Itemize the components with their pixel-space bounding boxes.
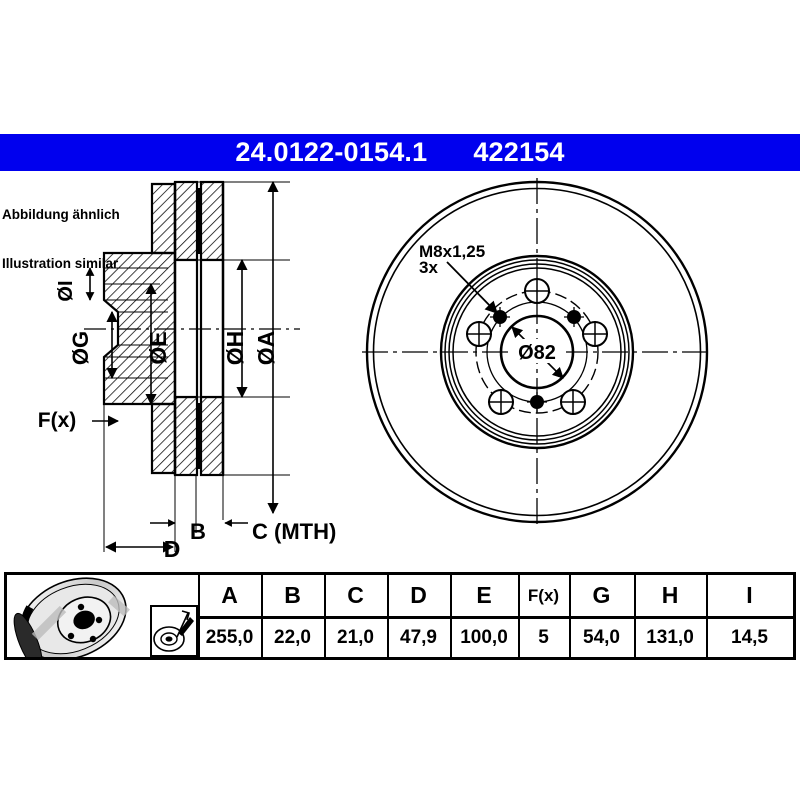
hub-wall-bottom — [150, 402, 177, 475]
table-header-h: H — [661, 582, 679, 608]
bolt-hole — [524, 278, 550, 304]
hat-circle-4 — [452, 267, 622, 437]
label-center-bore: Ø82 — [518, 342, 556, 364]
threaded-hole-group — [490, 307, 584, 412]
label-thread-count: 3x — [419, 258, 438, 277]
thumbnail-main-cell — [7, 575, 198, 657]
dimension-table: A B C D E F(x) G H I 255,0 22,0 21,0 47,… — [4, 572, 796, 660]
hat-circle-3 — [448, 263, 626, 441]
illustration-note-de: Abbildung ähnlich — [2, 206, 120, 222]
cross-section-view: ØI ØG ØE ØH ØA — [38, 180, 336, 562]
table-header-d: D — [410, 582, 427, 608]
bolt-hole — [466, 321, 492, 347]
article-number: 422154 — [473, 137, 565, 167]
disc-outer-circle — [365, 180, 709, 524]
disc-outer-circle-inner — [372, 187, 702, 517]
table-header-a: A — [221, 582, 238, 608]
dimension-dia-g — [104, 310, 168, 380]
table-header-c: C — [347, 582, 364, 608]
table-header-i: I — [746, 582, 753, 608]
table-value-d: 47,9 — [400, 627, 437, 648]
label-thread-spec: M8x1,25 — [419, 242, 485, 261]
table-value-b: 22,0 — [274, 627, 311, 648]
threaded-hole — [564, 307, 584, 327]
table-value-i: 14,5 — [731, 627, 768, 648]
hat-circle-2 — [444, 259, 630, 445]
hat-outer-circle — [439, 254, 635, 450]
table-row-sep — [198, 616, 793, 619]
label-c: C (MTH) — [252, 519, 336, 544]
label-dia-g: ØG — [68, 331, 93, 365]
friction-ring-bottom — [173, 395, 225, 477]
brake-disc-3d-thumbnail — [13, 577, 130, 657]
friction-ring-top — [173, 180, 225, 262]
label-dia-h: ØH — [222, 331, 248, 366]
face-view: M8x1,25 3x Ø82 — [362, 178, 712, 527]
table-value-e: 100,0 — [460, 627, 508, 648]
table-value-fx: 5 — [538, 627, 549, 648]
label-fx: F(x) — [38, 409, 77, 432]
table-header-g: G — [592, 582, 611, 608]
measurement-detail-thumbnail — [153, 610, 194, 652]
table-value-h: 131,0 — [646, 627, 694, 648]
bolt-circle-dashed — [475, 290, 599, 414]
label-b: B — [190, 519, 206, 544]
label-d: D — [164, 536, 181, 562]
part-number: 24.0122-0154.1 — [235, 137, 428, 167]
dimension-b — [150, 514, 197, 533]
table-header-e: E — [476, 582, 492, 608]
hub-wall-top — [150, 182, 177, 255]
table-value-g: 54,0 — [583, 627, 620, 648]
bolt-hole — [560, 389, 586, 415]
table-value-a: 255,0 — [205, 627, 254, 648]
bolt-hole — [582, 321, 608, 347]
threaded-hole — [527, 392, 547, 412]
bolt-hole — [488, 389, 514, 415]
label-dia-a: ØA — [253, 331, 279, 366]
table-value-c: 21,0 — [337, 627, 374, 648]
table-header-b: B — [284, 582, 301, 608]
label-dia-i: ØI — [55, 280, 77, 301]
bolt-hole-group — [466, 278, 608, 415]
title-bar: 24.0122-0154.1 422154 — [0, 134, 800, 171]
label-dia-e: ØE — [145, 331, 171, 364]
center-bore-circle — [499, 314, 575, 390]
table-header-fx: F(x) — [527, 585, 560, 605]
thumbnail-detail-cell — [150, 605, 198, 657]
thread-leader-line — [446, 261, 498, 314]
